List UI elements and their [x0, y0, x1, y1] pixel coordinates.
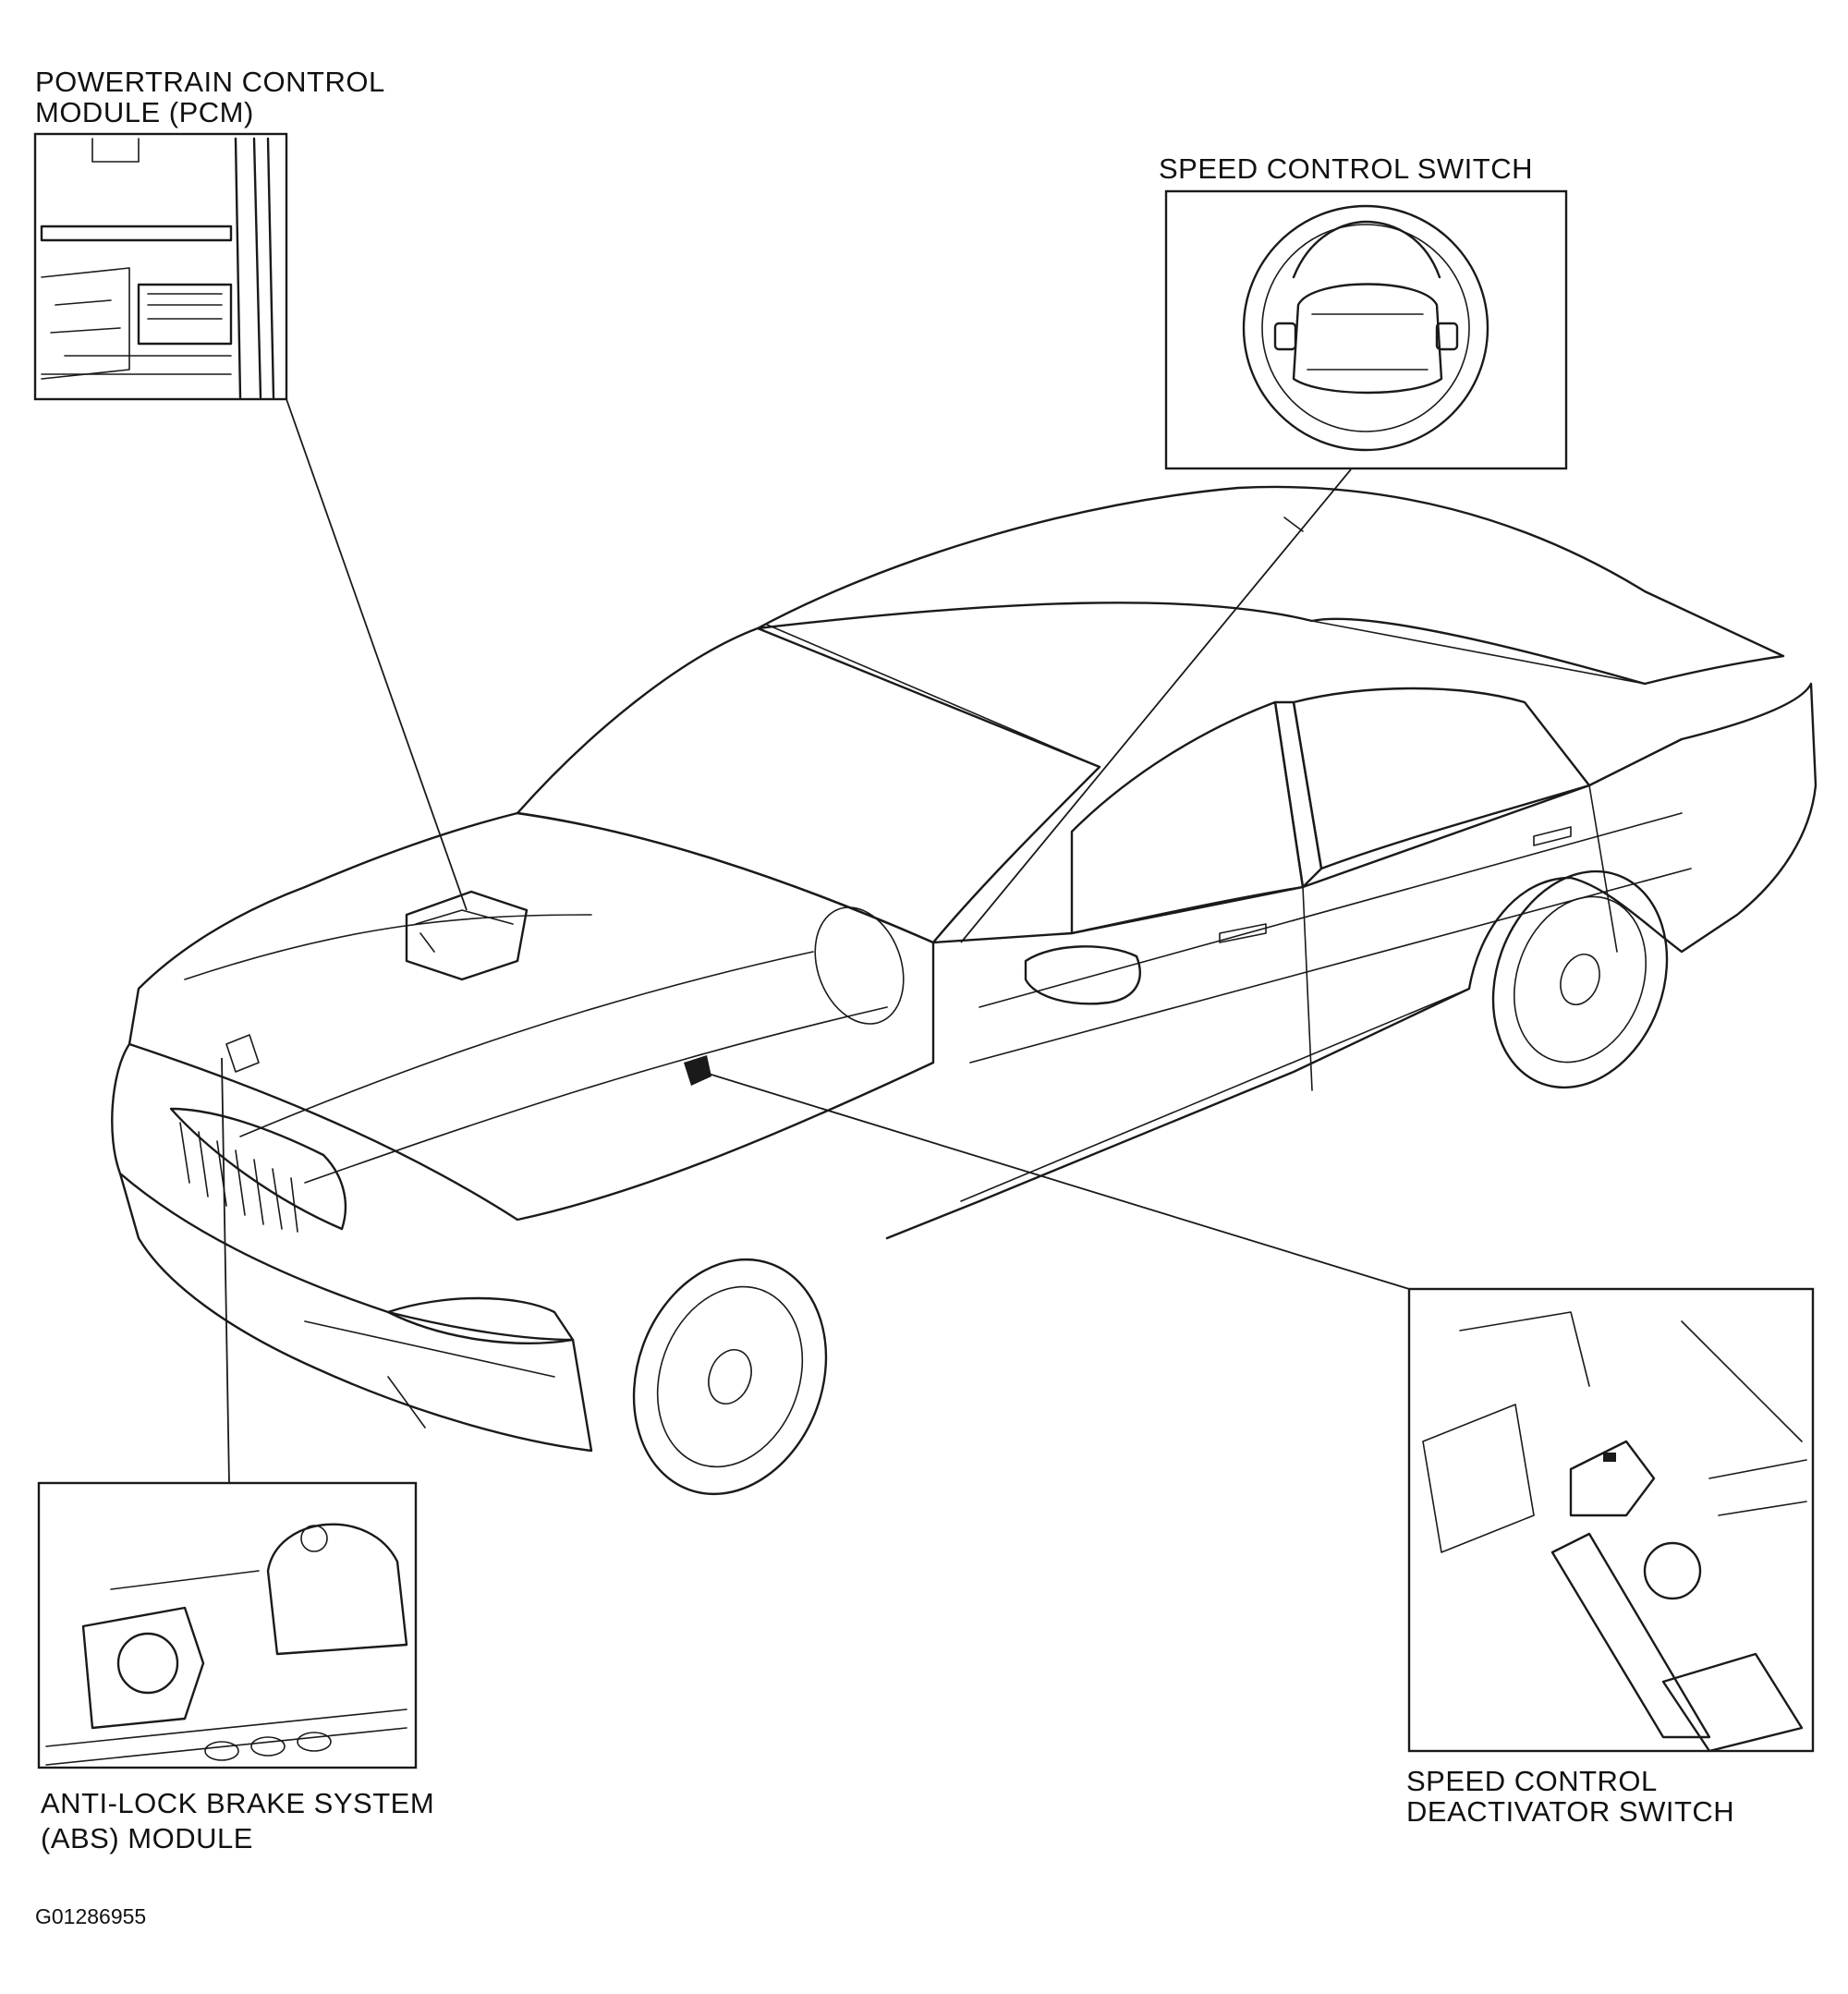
- speed-switch-inset: [1164, 189, 1568, 470]
- pcm-label-line1: POWERTRAIN CONTROL: [35, 66, 385, 98]
- deactivator-label-line1: SPEED CONTROL: [1406, 1765, 1658, 1797]
- pcm-label-line2: MODULE (PCM): [35, 96, 254, 128]
- vehicle-illustration: [111, 485, 1818, 1496]
- rear-wheel: [1491, 869, 1669, 1089]
- front-wheel: [632, 1258, 828, 1496]
- deactivator-label-line2: DEACTIVATOR SWITCH: [1406, 1795, 1734, 1828]
- pcm-leader-line: [286, 398, 468, 911]
- leader-lines: [221, 398, 1410, 1484]
- deactivator-leader-line: [701, 1071, 1410, 1290]
- abs-label-line2: (ABS) MODULE: [41, 1822, 253, 1854]
- speed-switch-leader-line: [960, 468, 1352, 943]
- deactivator-switch-inset: [1407, 1287, 1815, 1753]
- pcm-inset: [33, 132, 288, 401]
- figure-id: G01286955: [35, 1904, 146, 1928]
- speed-switch-label: SPEED CONTROL SWITCH: [1159, 152, 1533, 185]
- abs-leader-line: [221, 1057, 230, 1484]
- abs-label-line1: ANTI-LOCK BRAKE SYSTEM: [41, 1787, 434, 1819]
- abs-inset: [37, 1481, 418, 1769]
